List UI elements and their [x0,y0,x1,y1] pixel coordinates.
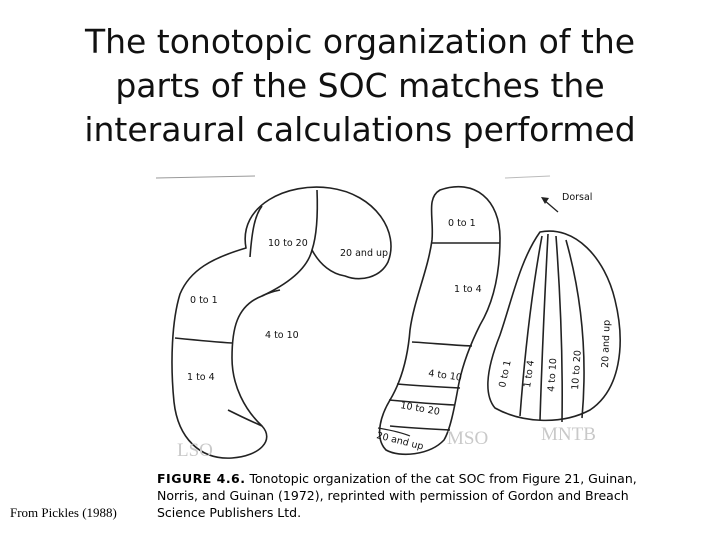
mso-leader-line [377,427,411,437]
slide-title: The tonotopic organization of the parts … [60,20,660,152]
mso-divider [388,399,456,406]
mso-outline [378,185,501,456]
source-credit: From Pickles (1988) [10,505,117,520]
mso-region-label: 10 to 20 [399,400,440,418]
mso-region-label: 1 to 4 [454,284,482,295]
dorsal-label: Dorsal [562,192,592,203]
mntb-divider [565,239,585,419]
title-line-3: interaural calculations performed [84,110,636,149]
lso-region-label: 20 and up [340,248,388,259]
lso-region-label: 0 to 1 [190,295,218,306]
mntb-outline [487,230,621,422]
mso-divider [411,341,473,347]
lso-divider [174,337,233,344]
lso-divider [249,205,263,258]
title-line-1: The tonotopic organization of the [84,22,636,61]
lso-divider [227,409,263,427]
mntb-divider [555,235,563,423]
mso-region-label: 4 to 10 [428,368,463,384]
mntb-region-label: 20 and up [600,320,613,368]
soc-tonotopic-figure: Dorsal 10 to 20 20 and up 0 to 1 4 to 10… [155,175,621,459]
lso-divider [311,189,319,251]
dorsal-arrow-head [541,197,549,204]
mso-label: MSO [447,428,489,449]
mso-region-label: 20 and up [375,430,424,452]
figure-caption-label: FIGURE 4.6. [157,471,246,486]
mso-divider [389,425,451,431]
lso-outline [171,186,392,459]
mntb-divider [519,235,543,417]
mntb-region-label: 10 to 20 [570,350,584,390]
mntb-region-label: 4 to 10 [546,358,559,392]
lso-region-label: 1 to 4 [187,372,215,383]
scan-edge-mark [155,175,256,179]
scan-edge-mark [504,175,551,179]
mso-region-label: 0 to 1 [448,218,476,229]
mntb-region-label: 0 to 1 [497,359,514,388]
mntb-region-label: 1 to 4 [522,359,537,388]
lso-region-label: 10 to 20 [268,238,308,249]
mntb-divider [539,233,549,421]
lso-label: LSO [177,440,213,461]
title-line-2: parts of the SOC matches the [115,66,605,105]
mntb-label: MNTB [541,424,596,445]
figure-caption-text: Tonotopic organization of the cat SOC fr… [157,471,637,520]
mso-divider [396,383,461,389]
figure-caption: FIGURE 4.6. Tonotopic organization of th… [157,470,657,521]
lso-region-label: 4 to 10 [265,330,299,341]
lso-divider [261,289,281,297]
